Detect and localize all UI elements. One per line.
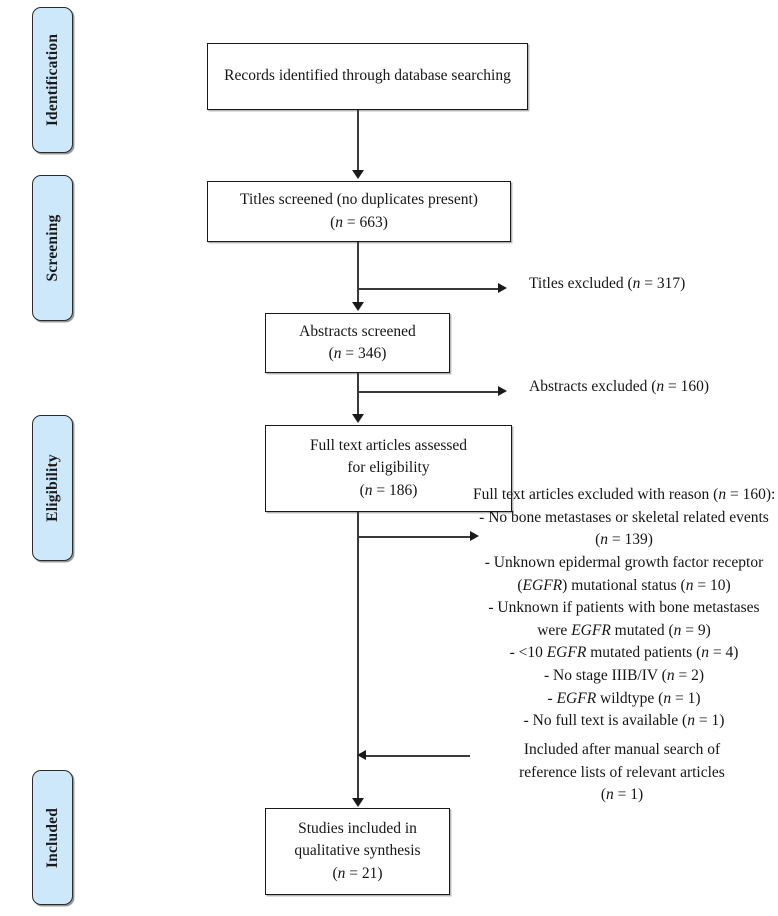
stage-label-included: Included [43,807,61,868]
connector-fulltext-to-included [357,512,359,798]
stage-tab-eligibility: Eligibility [32,415,73,561]
connector-titles-to-abstracts [357,242,359,302]
exclusion-reason-2a: - Unknown epidermal growth factor recept… [484,553,764,571]
box-included-line1: Studies included in [298,819,417,837]
exclusion-reason-3a: - Unknown if patients with bone metastas… [488,599,760,617]
note-manual-search: Included after manual search of referenc… [472,739,772,807]
italic-n: n [333,345,342,362]
note-manual-search-line2: reference lists of relevant articles [519,763,725,781]
italic-n: n [685,576,694,594]
exclusion-reason-1b: (n = 139) [595,531,653,549]
box-included-line2: qualitative synthesis [294,842,421,860]
exclusion-reason-2b: (EGFR) mutational status (n = 10) [517,576,731,594]
exclusion-reason-6: - EGFR wildtype (n = 1) [547,689,701,707]
italic-n: n [663,689,672,707]
box-titles-count: (n = 663) [330,213,388,231]
italic-n: n [335,213,343,231]
box-abstracts-count: (n = 346) [328,345,387,362]
branch-abstracts-excluded [357,391,498,393]
italic-n: n [666,667,675,684]
note-titles-excluded-text: Titles excluded (n = 317) [529,275,686,292]
box-fulltext-assessed: Full text articles assessed for eligibil… [265,425,512,512]
box-titles-screened: Titles screened (no duplicates present) … [207,181,511,242]
italic-n: n [337,864,346,882]
box-abstracts-screened: Abstracts screened (n = 346) [265,313,450,373]
arrow-abstracts-excluded [498,386,507,396]
stage-label-eligibility: Eligibility [43,454,61,522]
branch-fulltext-excluded [357,536,470,538]
connector-abstracts-to-fulltext [357,373,359,414]
italic-gene-egfr: EGFR [571,621,611,639]
arrow-abstracts-to-fulltext [352,414,364,423]
note-manual-search-count: (n = 1) [600,786,644,804]
stage-label-screening: Screening [43,214,61,282]
box-studies-included: Studies included in qualitative synthesi… [265,808,450,895]
italic-n: n [687,712,695,730]
box-fulltext-line2: for eligibility [347,459,430,477]
box-abstracts-line1: Abstracts screened [299,322,416,340]
box-records-identified: Records identified through database sear… [207,43,528,110]
note-fulltext-excluded: Full text articles excluded with reason … [473,484,775,733]
box-records-line1: Records identified through database sear… [224,67,511,85]
italic-n: n [673,621,682,639]
exclusion-reason-1a: - No bone metastases or skeletal related… [479,508,769,526]
note-abstracts-excluded: Abstracts excluded (n = 160) [529,376,709,399]
italic-n: n [656,378,665,395]
exclusion-reason-5: - No stage IIIB/IV (n = 2) [544,667,704,684]
italic-n: n [701,644,710,662]
stage-tab-identification: Identification [32,7,73,153]
italic-n: n [600,531,608,549]
stage-tab-screening: Screening [32,175,73,321]
arrow-fulltext-to-included [352,798,364,807]
note-titles-excluded: Titles excluded (n = 317) [529,273,685,296]
branch-manual-search [366,755,470,757]
box-included-count: (n = 21) [332,864,383,882]
arrow-manual-search-inbound [357,750,366,760]
italic-gene-egfr: EGFR [546,644,587,662]
italic-n: n [364,481,373,499]
arrow-fulltext-excluded [470,531,479,541]
italic-n: n [606,786,614,804]
note-fulltext-excluded-heading: Full text articles excluded with reason … [473,486,776,503]
arrow-titles-to-abstracts [352,302,364,311]
connector-records-to-titles [357,110,359,170]
italic-n: n [632,275,641,292]
arrow-records-to-titles [352,170,364,179]
exclusion-reason-4: - <10 EGFR mutated patients (n = 4) [509,644,739,662]
note-manual-search-line1: Included after manual search of [523,741,721,758]
branch-titles-excluded [357,288,498,290]
italic-n: n [718,486,727,503]
exclusion-reason-3b: were EGFR mutated (n = 9) [537,621,711,639]
arrow-titles-excluded [498,283,507,293]
stage-label-identification: Identification [43,33,61,127]
box-titles-line1: Titles screened (no duplicates present) [240,191,478,209]
italic-gene-egfr: EGFR [556,689,597,707]
exclusion-reason-7: - No full text is available (n = 1) [523,712,725,730]
stage-tab-included: Included [32,770,73,905]
note-abstracts-excluded-text: Abstracts excluded (n = 160) [529,378,710,395]
box-fulltext-line1: Full text articles assessed [309,436,468,454]
box-fulltext-count: (n = 186) [359,481,418,499]
italic-gene-egfr: EGFR [522,576,563,594]
